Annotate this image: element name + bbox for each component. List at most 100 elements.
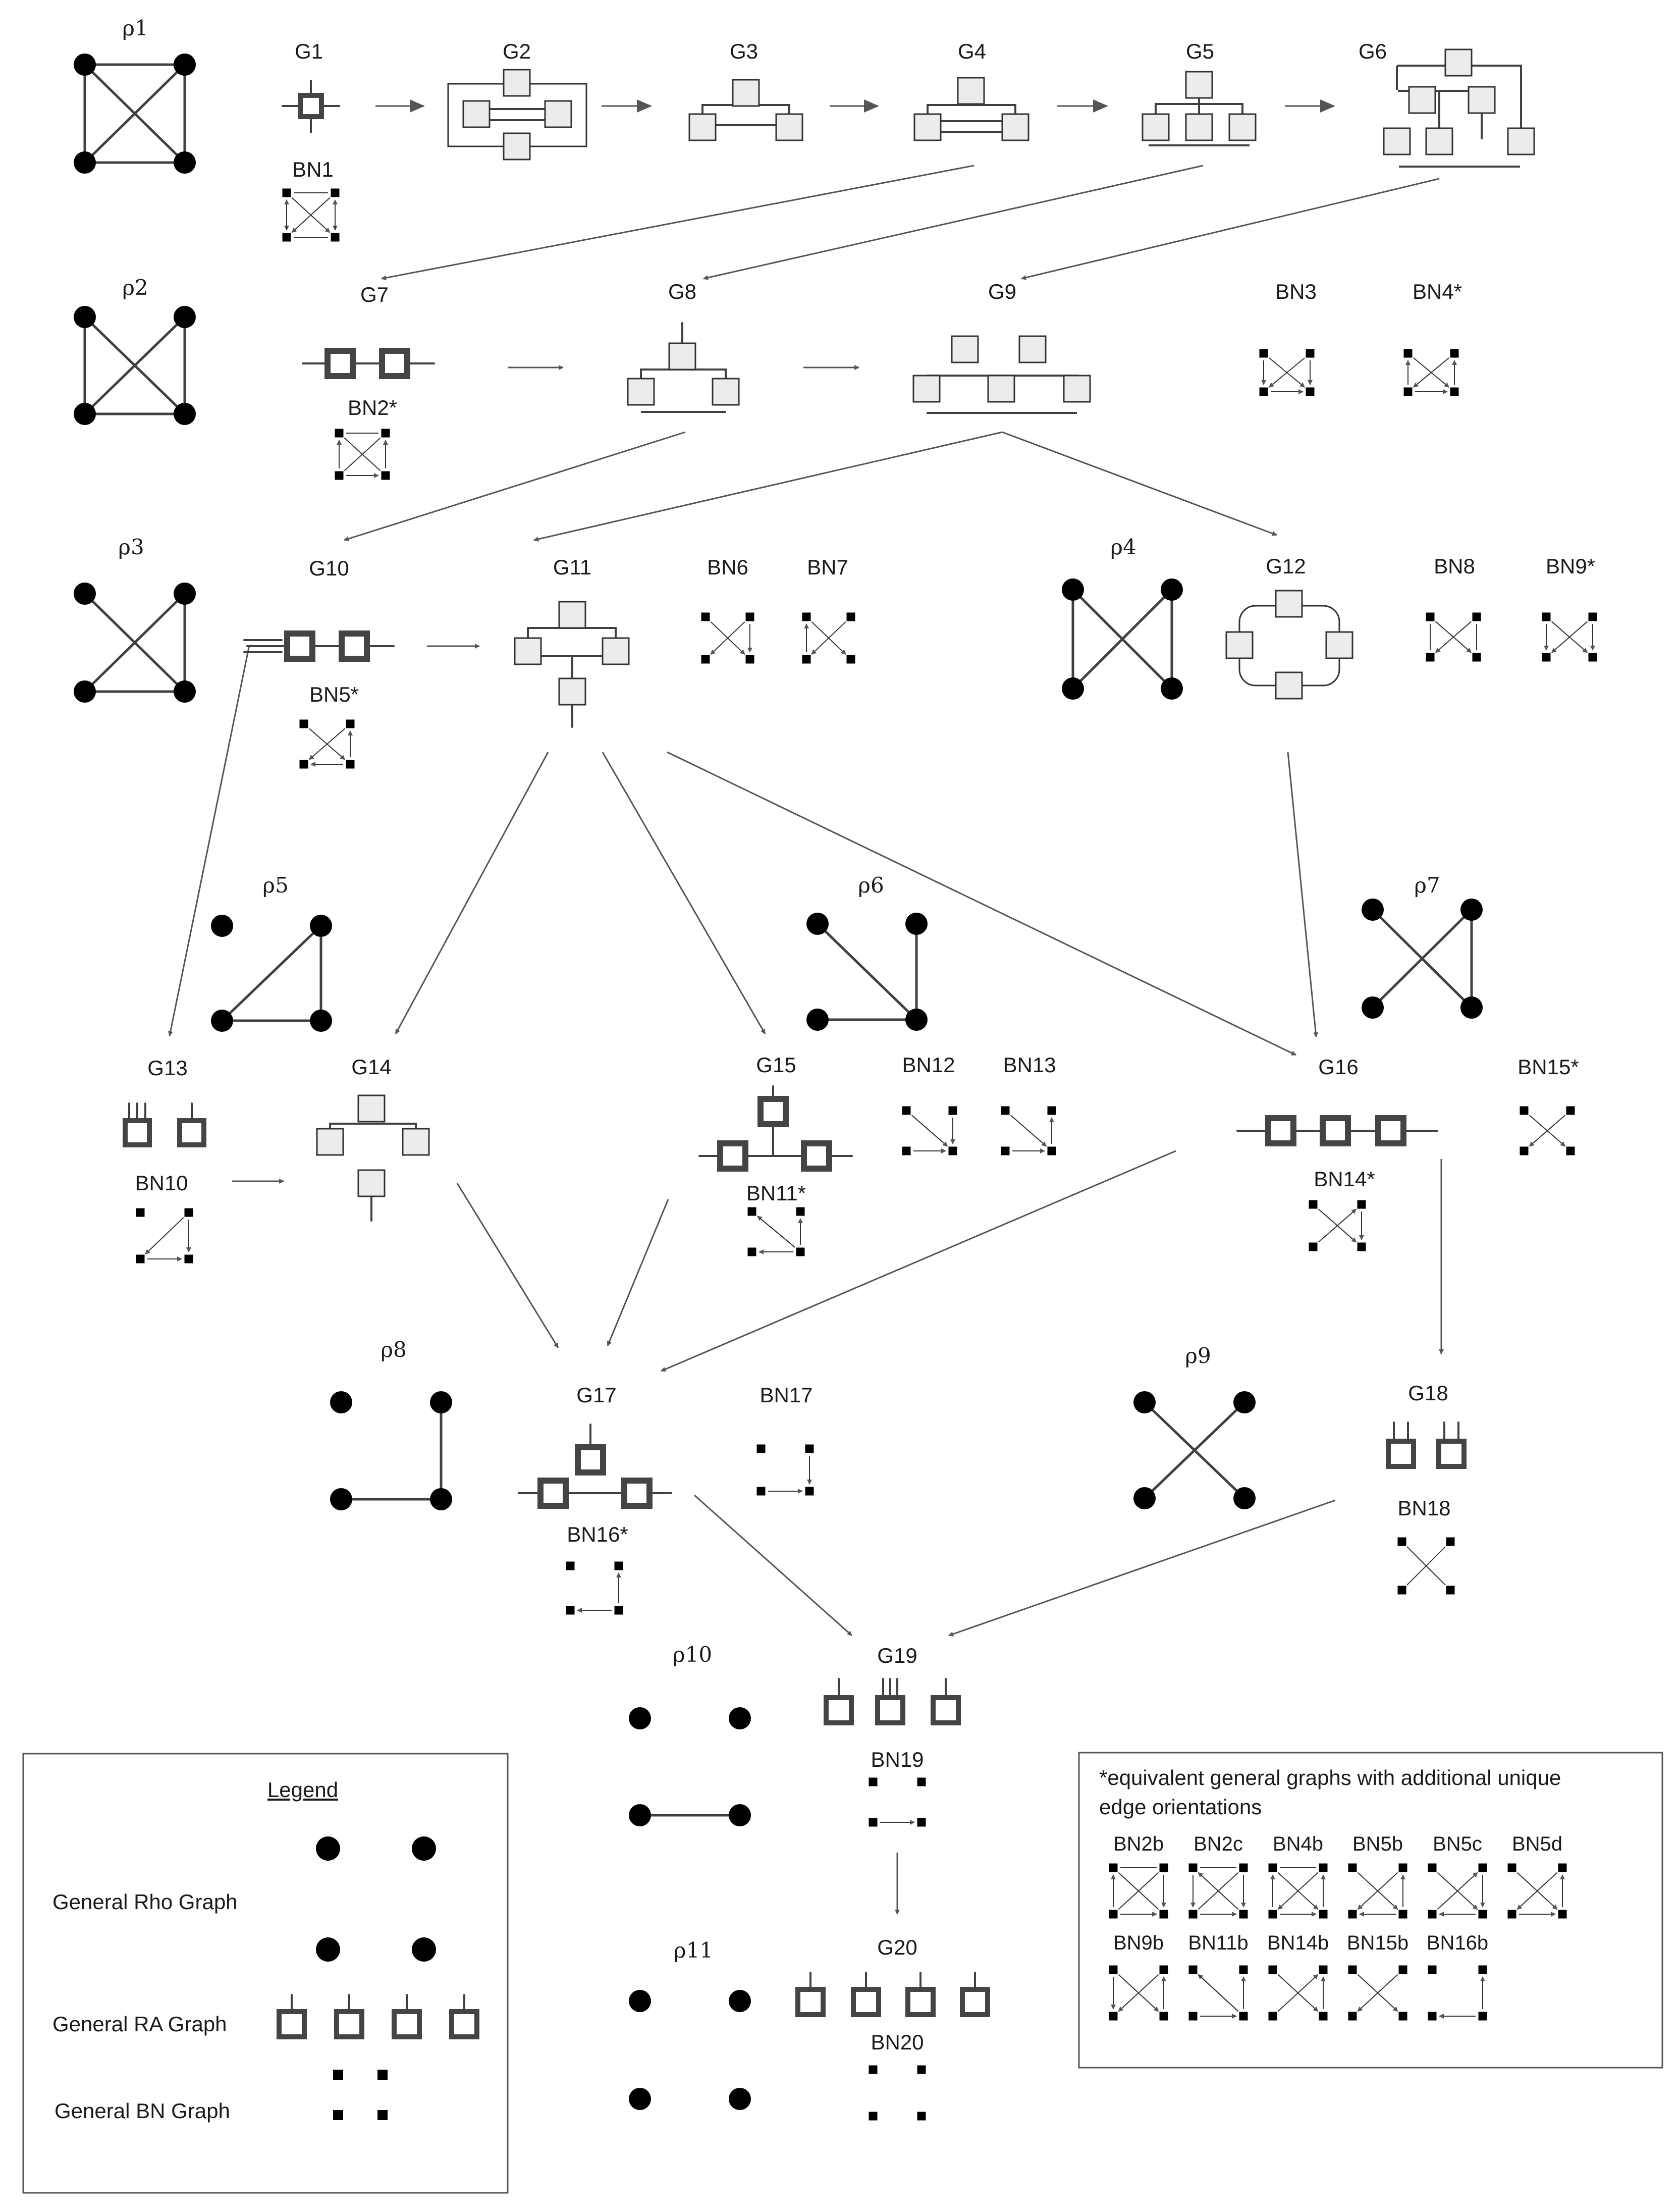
- bn-node: [299, 719, 308, 728]
- bn-node: [802, 612, 811, 621]
- rho7-label: ρ7: [1414, 873, 1440, 898]
- ra-box: [357, 1169, 386, 1197]
- g20-graph: [795, 1972, 990, 2017]
- bn13-label: BN13: [1003, 1053, 1056, 1077]
- bn-edge: [710, 621, 745, 655]
- note-border: [1078, 1752, 1663, 2069]
- bn17-graph: [756, 1444, 814, 1496]
- ra-node: [960, 1987, 990, 2017]
- rho-node: [430, 1391, 452, 1413]
- bn9-graph: [1542, 612, 1597, 662]
- bn-node: [1259, 349, 1268, 358]
- bn-node: [747, 1207, 756, 1216]
- rho-node: [1133, 1487, 1156, 1509]
- bn-node: [1268, 1910, 1277, 1919]
- bn-node: [1268, 1965, 1277, 1974]
- bn-node: [756, 1444, 766, 1453]
- ra-node: [851, 1987, 881, 2017]
- bn-node: [805, 1444, 814, 1453]
- bn20-graph: [869, 2065, 926, 2121]
- bn-node: [614, 1561, 623, 1570]
- bn-node: [1472, 653, 1481, 662]
- bn-node: [1109, 2012, 1118, 2021]
- rho7-graph: [1362, 899, 1483, 1019]
- bn-edge: [1437, 1872, 1478, 1910]
- ra-box: [402, 1128, 430, 1156]
- bn-node: [1542, 653, 1551, 662]
- ra-box: [558, 677, 586, 706]
- transition-arrow: [168, 645, 250, 1036]
- transition-arrow: [456, 1183, 559, 1348]
- bn-node: [869, 1777, 878, 1786]
- bn9-label: BN9*: [1546, 554, 1595, 578]
- bn-edge: [145, 1217, 184, 1255]
- bn-node: [331, 233, 340, 242]
- ra-node: [339, 630, 370, 662]
- bn-node: [1348, 1965, 1357, 1974]
- note-item-label: BN11b: [1188, 1932, 1248, 1954]
- bn-node: [1450, 349, 1459, 358]
- note-item-label: BN14b: [1267, 1932, 1329, 1954]
- bn-edge: [1269, 357, 1305, 388]
- bn-node: [1558, 1863, 1567, 1872]
- bn-node: [1319, 2012, 1328, 2021]
- bn-node: [917, 1777, 926, 1786]
- bn-node: [1507, 1910, 1516, 1919]
- ra-node: [1265, 1115, 1296, 1146]
- bn-node: [1109, 1910, 1118, 1919]
- bn-edge: [811, 621, 846, 655]
- bn-node: [1428, 2012, 1437, 2021]
- edge: [1071, 588, 1173, 690]
- bn-node: [869, 2112, 878, 2121]
- bn-node: [1507, 1863, 1516, 1872]
- edge: [816, 922, 918, 1021]
- g9-label: G9: [988, 280, 1016, 303]
- bn-node: [566, 1561, 575, 1570]
- bn-node: [846, 655, 855, 664]
- bn-node: [1428, 1965, 1437, 1974]
- bn-node: [902, 1106, 911, 1115]
- legend-rho-node: [316, 1937, 340, 1962]
- bn-edge: [1277, 1974, 1319, 2012]
- rho-node: [1460, 899, 1483, 921]
- bn-node: [381, 471, 390, 480]
- ra-node: [1320, 1115, 1351, 1146]
- bn-node: [346, 760, 355, 769]
- g5-label: G5: [1186, 39, 1214, 63]
- note-item-bn-graph: [1428, 1965, 1487, 2021]
- bn-node: [805, 1487, 814, 1496]
- rho-node: [74, 151, 96, 174]
- g7-graph: [302, 348, 435, 379]
- bn-node: [1319, 1910, 1328, 1919]
- note-item-bn-graph: [1109, 1863, 1168, 1919]
- g4-graph: [913, 77, 1029, 141]
- rho3-label: ρ3: [118, 535, 144, 559]
- note-item-label: BN5c: [1433, 1833, 1482, 1855]
- note-text-line1: *equivalent general graphs with addition…: [1099, 1766, 1561, 1789]
- rho10-label: ρ10: [673, 1642, 712, 1667]
- rho-node: [74, 403, 96, 425]
- g3-graph: [688, 79, 803, 141]
- bn-node: [1566, 1146, 1575, 1155]
- bn10-label: BN10: [135, 1171, 188, 1195]
- bn12-label: BN12: [902, 1053, 955, 1077]
- bn-node: [333, 2070, 343, 2080]
- bn-node: [1319, 1863, 1328, 1872]
- bn-node: [1159, 2012, 1168, 2021]
- bn-node: [917, 2112, 926, 2121]
- bn17-label: BN17: [760, 1383, 812, 1407]
- note-item-bn-graph: [1109, 1965, 1168, 2021]
- legend-panel: Legend General Rho Graph General RA Grap…: [22, 1753, 509, 2194]
- rho-node: [806, 1009, 829, 1031]
- bn-node: [1306, 349, 1315, 358]
- rho-node: [430, 1488, 452, 1510]
- bn-node: [701, 655, 710, 664]
- ra-node: [177, 1118, 206, 1147]
- bn2-label: BN2*: [348, 396, 397, 419]
- ra-node: [757, 1096, 789, 1127]
- note-item-label: BN16b: [1427, 1932, 1488, 1954]
- note-item-label: BN15b: [1347, 1932, 1408, 1954]
- bn2-graph: [335, 429, 390, 480]
- ra-box: [732, 79, 760, 107]
- ra-box: [1507, 127, 1535, 155]
